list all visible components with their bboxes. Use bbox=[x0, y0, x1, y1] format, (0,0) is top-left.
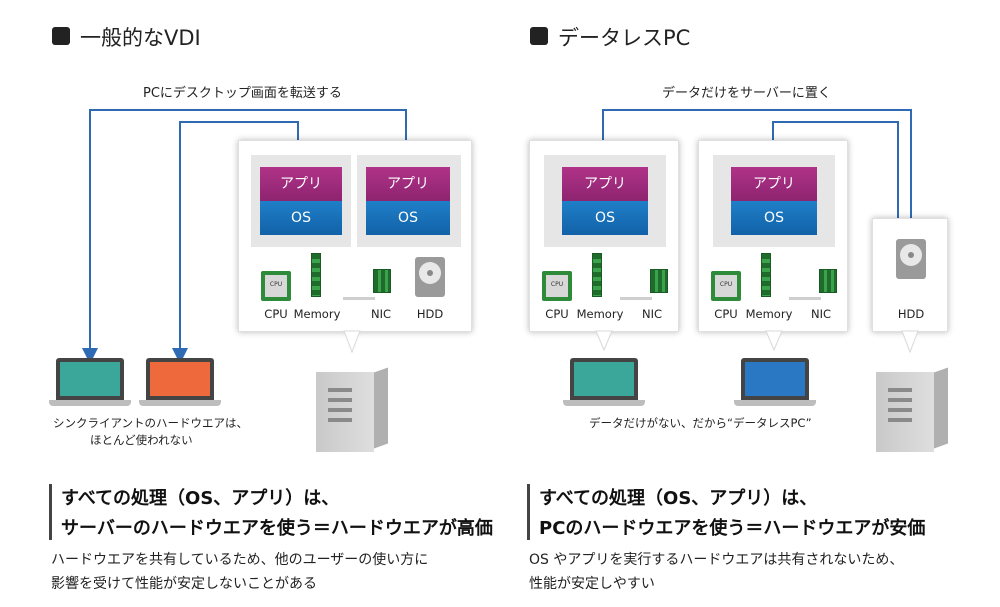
os-block: OS bbox=[260, 201, 342, 235]
app-block: アプリ bbox=[260, 167, 342, 201]
app-block: アプリ bbox=[562, 167, 648, 201]
nic-icon bbox=[650, 269, 668, 293]
memory-icon bbox=[592, 253, 602, 297]
cpu-label: CPU bbox=[545, 307, 569, 321]
client-note-line2: ほとんど使われない bbox=[90, 433, 193, 447]
note-bar bbox=[527, 484, 530, 540]
os-block: OS bbox=[366, 201, 450, 235]
vm-box: アプリ OS bbox=[544, 155, 666, 247]
hdd-label: HDD bbox=[416, 307, 444, 321]
cpu-icon: CPU bbox=[711, 271, 741, 301]
note-bold-line2-dataless: PCのハードウエアを使う＝ハードウエアが安価 bbox=[539, 518, 926, 539]
hdd-icon bbox=[415, 257, 445, 297]
note-bold-line1-vdi: すべての処理（OS、アプリ）は、 bbox=[61, 488, 340, 509]
cpu-icon: CPU bbox=[542, 271, 572, 301]
section-title-dataless: データレスPC bbox=[558, 26, 691, 50]
nic-bracket bbox=[789, 297, 821, 300]
nic-icon bbox=[819, 269, 837, 293]
bullet-square-icon bbox=[52, 27, 70, 45]
vm-box: アプリ OS bbox=[713, 155, 835, 247]
hdd-icon bbox=[896, 239, 926, 279]
arrow-caption-dataless: データだけをサーバーに置く bbox=[662, 86, 831, 101]
memory-label: Memory bbox=[745, 307, 793, 321]
client-note-line1: シンクライアントのハードウエアは、 bbox=[53, 416, 249, 430]
nic-icon bbox=[373, 269, 391, 293]
memory-icon bbox=[311, 253, 321, 297]
memory-label: Memory bbox=[576, 307, 624, 321]
memory-label: Memory bbox=[293, 307, 341, 321]
note-bold-line1-dataless: すべての処理（OS、アプリ）は、 bbox=[539, 488, 818, 509]
os-block: OS bbox=[731, 201, 817, 235]
memory-icon bbox=[761, 253, 771, 297]
nic-label: NIC bbox=[370, 307, 392, 321]
nic-label: NIC bbox=[810, 307, 832, 321]
server-panel-vdi: アプリ OS アプリ OS CPU CPU Memory NIC HDD bbox=[238, 140, 472, 332]
note-bar bbox=[49, 484, 52, 540]
left-arrow-outer bbox=[82, 109, 407, 364]
bullet-square-icon bbox=[530, 27, 548, 45]
hdd-label: HDD bbox=[897, 307, 925, 321]
cpu-label: CPU bbox=[264, 307, 288, 321]
app-block: アプリ bbox=[366, 167, 450, 201]
note-line2-dataless: 性能が安定しやすい bbox=[529, 576, 655, 592]
section-title-vdi: 一般的なVDI bbox=[80, 26, 201, 50]
client-note-dataless: データだけがない、だから“データレスPC” bbox=[589, 416, 812, 430]
app-block: アプリ bbox=[731, 167, 817, 201]
note-line1-dataless: OS やアプリを実行するハードウエアは共有されないため、 bbox=[529, 552, 904, 568]
os-block: OS bbox=[562, 201, 648, 235]
vm-box-2: アプリ OS bbox=[357, 155, 461, 247]
note-line1-vdi: ハードウエアを共有しているため、他のユーザーの使い方に bbox=[51, 552, 429, 568]
arrow-caption-vdi: PCにデスクトップ画面を転送する bbox=[143, 86, 342, 101]
right-arrow-outer bbox=[595, 109, 912, 218]
nic-label: NIC bbox=[641, 307, 663, 321]
nic-bracket bbox=[620, 297, 652, 300]
storage-panel: HDD bbox=[872, 218, 948, 332]
cpu-icon: CPU bbox=[261, 271, 291, 301]
note-bold-line2-vdi: サーバーのハードウエアを使う＝ハードウエアが高価 bbox=[61, 518, 493, 539]
cpu-label: CPU bbox=[714, 307, 738, 321]
pc-panel-1: アプリ OS CPU CPU Memory NIC bbox=[529, 140, 679, 332]
note-line2-vdi: 影響を受けて性能が安定しないことがある bbox=[51, 576, 317, 592]
pc-panel-2: アプリ OS CPU CPU Memory NIC bbox=[698, 140, 848, 332]
vm-box-1: アプリ OS bbox=[251, 155, 351, 247]
nic-bracket bbox=[343, 297, 375, 300]
